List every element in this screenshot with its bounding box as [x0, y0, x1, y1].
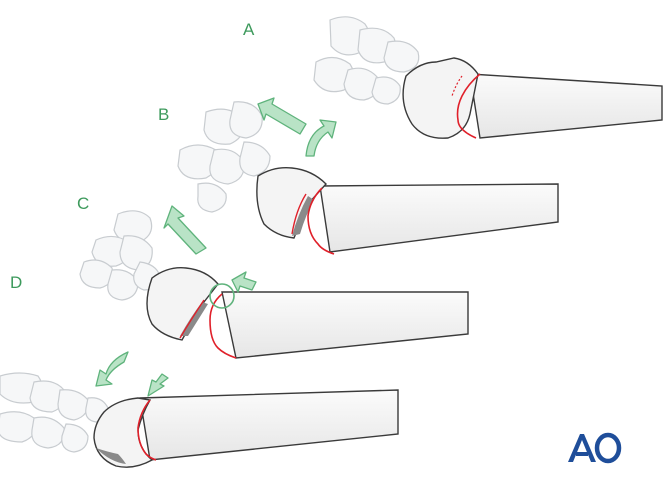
stage-a-carpals [313, 16, 420, 105]
stage-b-fracture-line-2 [291, 193, 307, 235]
stage-c-carpals [79, 210, 161, 301]
stage-d-forearm [0, 372, 399, 468]
pivot-circle-icon [209, 283, 235, 309]
stage-c-fracture-line-2 [179, 299, 205, 339]
straight-arrow-icon [231, 271, 257, 293]
stage-b-distal-fragment [256, 166, 327, 239]
step-label-c: C [77, 194, 90, 213]
stage-b-fragment-shadow [292, 196, 314, 236]
stage-d-shaft [139, 389, 399, 461]
step-label-b: B [158, 105, 170, 124]
stage-b-shaft [319, 183, 559, 253]
step-label-d: D [10, 273, 23, 292]
stage-d-ulnar-shadow [96, 448, 126, 464]
stage-b-carpals [177, 101, 271, 213]
stage-a-shaft [469, 73, 663, 139]
curved-arrow-icon [95, 351, 129, 387]
ao-logo-letter-a [568, 434, 596, 462]
step-label-a: A [243, 20, 255, 39]
stage-d-carpals [0, 372, 109, 453]
ao-logo [568, 432, 622, 464]
stage-a-fracture-line [456, 73, 481, 139]
stage-c-shaft [221, 291, 469, 359]
stage-c-forearm [79, 210, 469, 359]
curved-arrow-icon [305, 119, 337, 157]
ao-logo-letter-o [594, 432, 622, 464]
stage-c-fracture-line [209, 293, 237, 359]
stage-b-fracture-line [307, 187, 335, 255]
straight-arrow-icon [163, 205, 207, 255]
stage-d-distal-end [93, 397, 154, 468]
stage-d-fracture-line [137, 399, 157, 461]
stage-a-fracture-dotted [451, 75, 463, 97]
straight-arrow-icon [257, 97, 307, 135]
stage-a-distal-end [402, 57, 479, 139]
stage-a-forearm [313, 16, 663, 139]
stage-b-forearm [177, 101, 559, 255]
straight-arrow-icon [147, 373, 169, 397]
